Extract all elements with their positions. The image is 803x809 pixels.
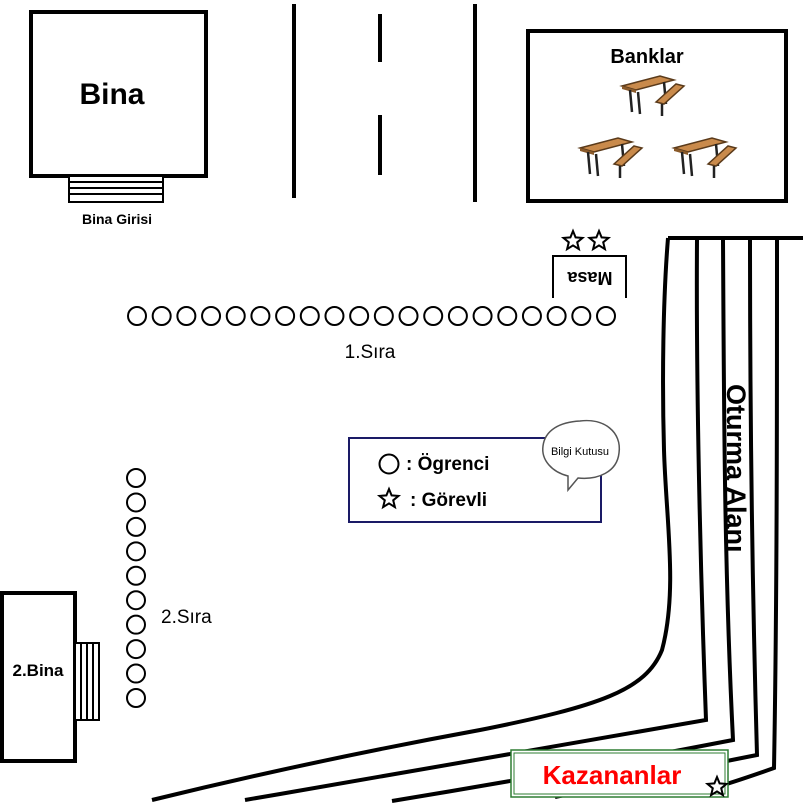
student-circle-icon <box>275 306 296 326</box>
row1-students <box>127 306 616 326</box>
info-bubble-label: Bilgi Kutusu <box>551 446 609 458</box>
legend-staff-label: : Görevli <box>410 490 487 511</box>
winners-area: Kazananlar <box>510 749 730 798</box>
main-building: Bina <box>29 10 208 178</box>
student-circle-icon <box>596 306 616 326</box>
student-circle-icon <box>126 541 146 562</box>
student-circle-icon <box>299 306 320 326</box>
legend-student-label: : Ögrenci <box>406 454 489 475</box>
student-circle-icon <box>126 688 146 708</box>
desk: Masa <box>552 255 627 298</box>
benches-area: Banklar <box>526 29 788 203</box>
student-circle-icon <box>571 306 592 326</box>
student-circle-icon <box>472 306 493 326</box>
student-circle-icon <box>127 306 147 326</box>
student-circle-icon <box>201 306 222 326</box>
row2-students <box>126 468 146 708</box>
main-building-label: Bina <box>79 78 144 111</box>
student-circle-icon <box>225 306 246 326</box>
road <box>292 4 477 202</box>
winners-label: Kazananlar <box>543 760 682 790</box>
bench-icon <box>619 75 686 116</box>
bench-icon <box>671 137 738 178</box>
student-circle-icon <box>126 516 146 537</box>
desk-label: Masa <box>567 268 613 288</box>
seating-area-label: Oturma Alanı <box>721 384 751 553</box>
student-circle-icon <box>176 306 197 326</box>
student-circle-icon <box>126 639 146 660</box>
student-circle-icon <box>373 306 394 326</box>
student-circle-icon <box>349 306 370 326</box>
building-entrance-label: Bina Girisi <box>82 211 152 227</box>
student-circle-icon <box>126 614 146 635</box>
benches-label: Banklar <box>610 46 684 68</box>
info-bubble: Bilgi Kutusu <box>542 419 620 493</box>
staff-star-icon <box>376 486 402 510</box>
row2-label: 2.Sıra <box>161 607 212 628</box>
building-entrance-steps <box>68 175 164 203</box>
student-circle-icon <box>126 492 146 513</box>
seating-area-lanes <box>151 236 803 803</box>
bench-icon <box>577 137 644 178</box>
student-circle-icon <box>250 306 271 326</box>
student-circle-icon <box>126 663 146 684</box>
student-circle-icon <box>151 306 172 326</box>
building-2: 2.Bina <box>0 591 100 763</box>
student-circle-icon <box>126 590 146 611</box>
staff-star-icon <box>704 774 730 798</box>
building-2-label: 2.Bina <box>12 661 64 680</box>
student-circle-icon <box>497 306 518 326</box>
desk-staff <box>560 228 612 252</box>
student-circle-icon <box>447 306 468 326</box>
student-circle-icon <box>546 306 567 326</box>
student-circle-icon <box>324 306 345 326</box>
staff-star-icon <box>586 228 612 252</box>
student-circle-icon <box>126 468 146 488</box>
student-circle-icon <box>378 453 400 475</box>
student-circle-icon <box>126 565 146 586</box>
staff-star-icon <box>560 228 586 252</box>
student-circle-icon <box>521 306 542 326</box>
student-circle-icon <box>398 306 419 326</box>
student-circle-icon <box>423 306 444 326</box>
row1-label: 1.Sıra <box>345 342 396 363</box>
